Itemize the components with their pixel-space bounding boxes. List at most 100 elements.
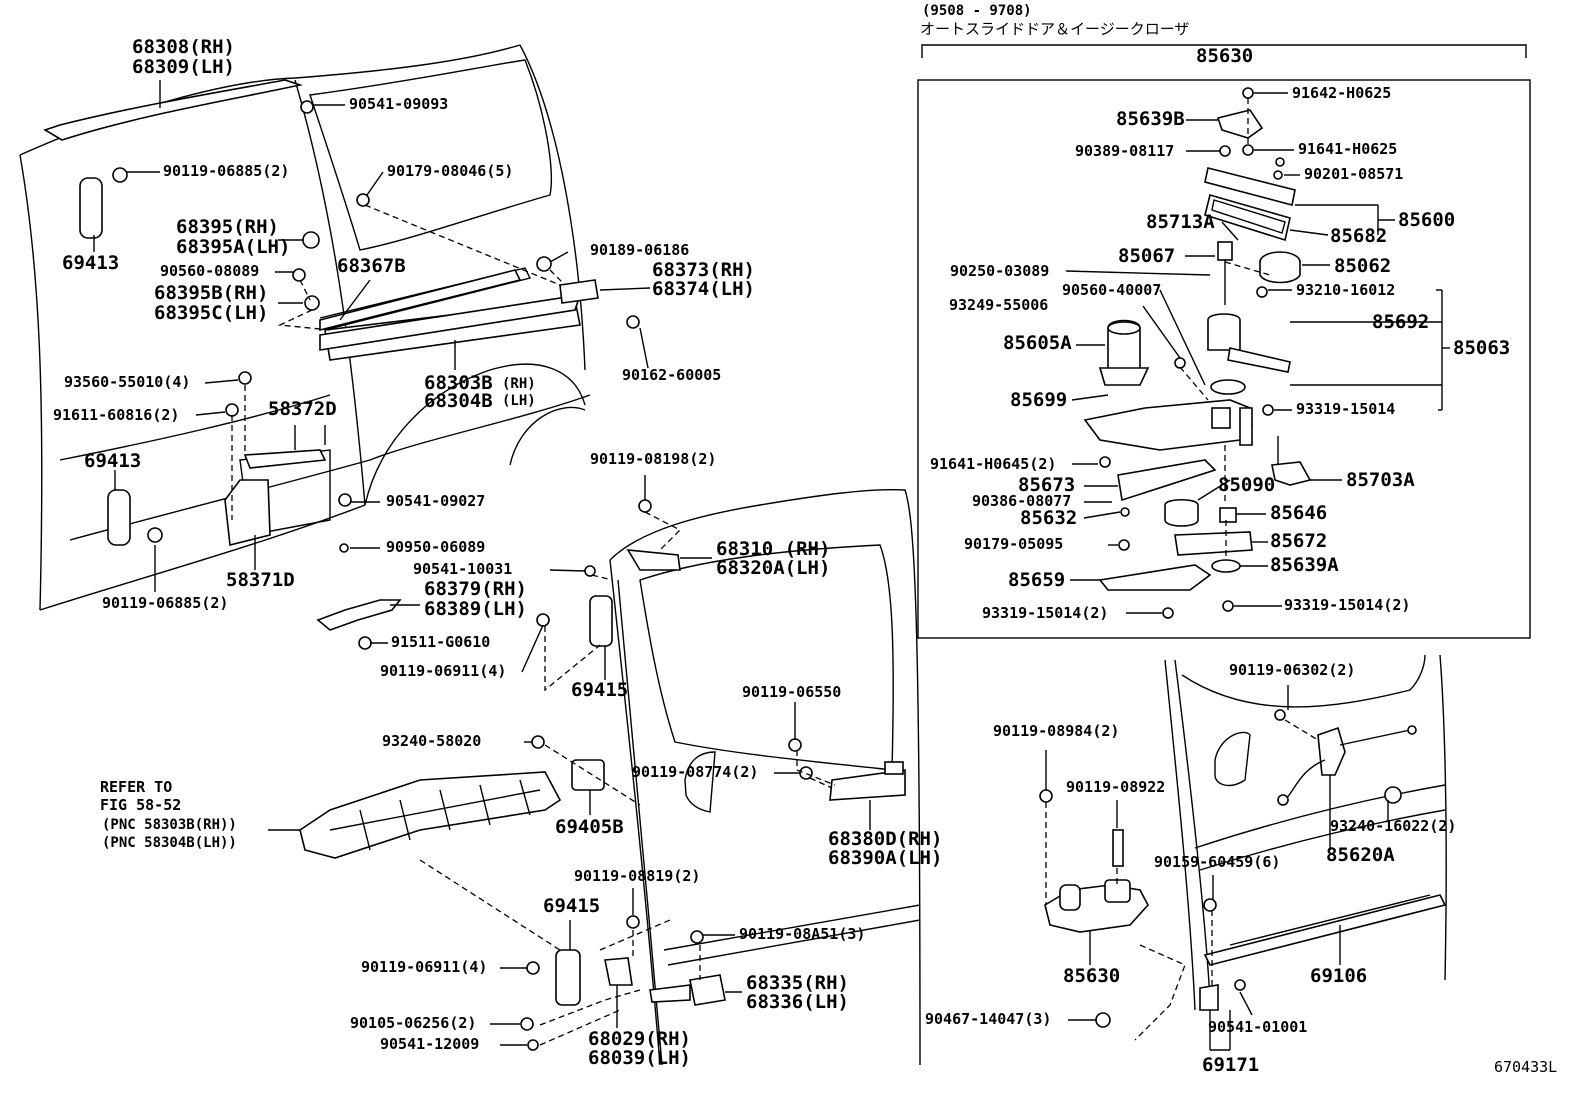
label-69415-upper: 69415 — [571, 679, 629, 701]
label-85600: 85600 — [1398, 209, 1456, 231]
label-85703a: 85703A — [1346, 469, 1415, 491]
label-90119-08774: 90119-08774(2) — [632, 763, 759, 781]
label-68308: 68308(RH) — [132, 36, 235, 58]
label-68303b: 68303B — [424, 372, 493, 394]
refer-fig-note: FIG 58-52 — [100, 796, 182, 814]
label-68379: 68379(RH) — [424, 578, 527, 600]
figure-code: 670433L — [1494, 1058, 1558, 1076]
label-90541-09027: 90541-09027 — [386, 492, 486, 510]
label-90119-08984: 90119-08984(2) — [993, 722, 1120, 740]
label-93319-15014: 93319-15014 — [1296, 400, 1396, 418]
label-90179-08046: 90179-08046(5) — [387, 162, 514, 180]
label-69106: 69106 — [1310, 965, 1368, 987]
label-93210-16012: 93210-16012 — [1296, 281, 1396, 299]
label-93560-55010: 93560-55010(4) — [64, 373, 191, 391]
label-68303b-rh: (RH) — [502, 376, 536, 392]
label-90119-08198: 90119-08198(2) — [590, 450, 717, 468]
label-68336: 68336(LH) — [746, 991, 849, 1013]
label-68395a: 68395A(LH) — [176, 236, 291, 258]
sliding-door — [299, 488, 921, 1066]
label-69413-lower: 69413 — [84, 450, 142, 472]
label-68395: 68395(RH) — [176, 216, 279, 238]
label-90119-06885-upper: 90119-06885(2) — [163, 162, 290, 180]
label-85090: 85090 — [1218, 474, 1276, 496]
label-68395c: 68395C(LH) — [154, 302, 269, 324]
label-85067: 85067 — [1118, 245, 1176, 267]
pnc-note-rh: (PNC 58303B(RH)) — [102, 817, 237, 833]
label-68373: 68373(RH) — [652, 259, 755, 281]
label-85605a: 85605A — [1003, 332, 1072, 354]
label-85672: 85672 — [1270, 530, 1328, 552]
label-90119-06911-upper: 90119-06911(4) — [380, 662, 507, 680]
label-90179-05095: 90179-05095 — [964, 535, 1064, 553]
label-68310: 68310 (RH) — [716, 538, 831, 560]
label-90201-08571: 90201-08571 — [1304, 165, 1404, 183]
label-91611-60816: 91611-60816(2) — [53, 406, 180, 424]
label-85692: 85692 — [1372, 311, 1430, 333]
inset-assembly-number: 85630 — [1196, 45, 1254, 67]
label-85713a: 85713A — [1146, 211, 1215, 233]
label-85639b: 85639B — [1116, 108, 1185, 130]
label-68389: 68389(LH) — [424, 598, 527, 620]
label-90250-03089: 90250-03089 — [950, 262, 1050, 280]
label-90541-12009: 90541-12009 — [380, 1035, 480, 1053]
label-85682: 85682 — [1330, 225, 1388, 247]
label-90119-08922: 90119-08922 — [1066, 778, 1166, 796]
label-85062: 85062 — [1334, 255, 1392, 277]
label-69405b: 69405B — [555, 816, 624, 838]
label-68320a: 68320A(LH) — [716, 557, 831, 579]
label-90105-06256: 90105-06256(2) — [350, 1014, 477, 1032]
label-68367b: 68367B — [337, 255, 406, 277]
label-85620a: 85620A — [1326, 844, 1395, 866]
label-93319-15014-left: 93319-15014(2) — [982, 604, 1109, 622]
label-85699: 85699 — [1010, 389, 1068, 411]
label-90119-08819: 90119-08819(2) — [574, 867, 701, 885]
label-85673: 85673 — [1018, 474, 1076, 496]
label-90119-06911-lower: 90119-06911(4) — [361, 958, 488, 976]
label-68309: 68309(LH) — [132, 56, 235, 78]
refer-to-note: REFER TO — [100, 778, 173, 796]
label-91511-g0610: 91511-G0610 — [391, 633, 491, 651]
label-91641-h0625: 91641-H0625 — [1298, 140, 1398, 158]
label-90159-60459: 90159-60459(6) — [1154, 853, 1281, 871]
label-68335: 68335(RH) — [746, 972, 849, 994]
label-85063: 85063 — [1453, 337, 1511, 359]
label-90119-06885-lower: 90119-06885(2) — [102, 594, 229, 612]
label-69171: 69171 — [1202, 1054, 1260, 1076]
label-68374: 68374(LH) — [652, 278, 755, 300]
label-85659: 85659 — [1008, 569, 1066, 591]
label-85639a: 85639A — [1270, 554, 1339, 576]
label-90467-14047: 90467-14047(3) — [925, 1010, 1052, 1028]
label-90541-01001: 90541-01001 — [1208, 1018, 1308, 1036]
label-68039: 68039(LH) — [588, 1047, 691, 1069]
label-68304b: 68304B — [424, 390, 493, 412]
label-68029: 68029(RH) — [588, 1028, 691, 1050]
inset-title: オートスライドドア＆イージークローザ — [920, 20, 1190, 38]
pnc-note-lh: (PNC 58304B(LH)) — [102, 835, 237, 851]
label-68380d: 68380D(RH) — [828, 828, 943, 850]
label-90950-06089: 90950-06089 — [386, 538, 486, 556]
label-68390a: 68390A(LH) — [828, 847, 943, 869]
label-93240-58020: 93240-58020 — [382, 732, 482, 750]
label-85632: 85632 — [1020, 507, 1078, 529]
inset-box — [917, 44, 1531, 639]
label-93240-16022: 93240-16022(2) — [1330, 817, 1457, 835]
label-68304b-lh: (LH) — [502, 393, 536, 409]
label-90189-06186: 90189-06186 — [590, 241, 690, 259]
rear-door-section — [1039, 654, 1447, 1051]
label-90119-08a51: 90119-08A51(3) — [739, 925, 866, 943]
label-68395b: 68395B(RH) — [154, 282, 269, 304]
label-90162-60005: 90162-60005 — [622, 366, 722, 384]
label-58371d: 58371D — [226, 569, 295, 591]
leader-lines — [93, 80, 871, 1046]
label-91641-h0645: 91641-H0645(2) — [930, 455, 1057, 473]
label-90389-08117: 90389-08117 — [1075, 142, 1175, 160]
label-91642-h0625: 91642-H0625 — [1292, 84, 1392, 102]
label-90119-06302: 90119-06302(2) — [1229, 661, 1356, 679]
label-69413-upper: 69413 — [62, 252, 120, 274]
label-85646: 85646 — [1270, 502, 1328, 524]
label-90119-06550: 90119-06550 — [742, 683, 842, 701]
inset-date-range: (9508 - 9708) — [922, 3, 1032, 19]
